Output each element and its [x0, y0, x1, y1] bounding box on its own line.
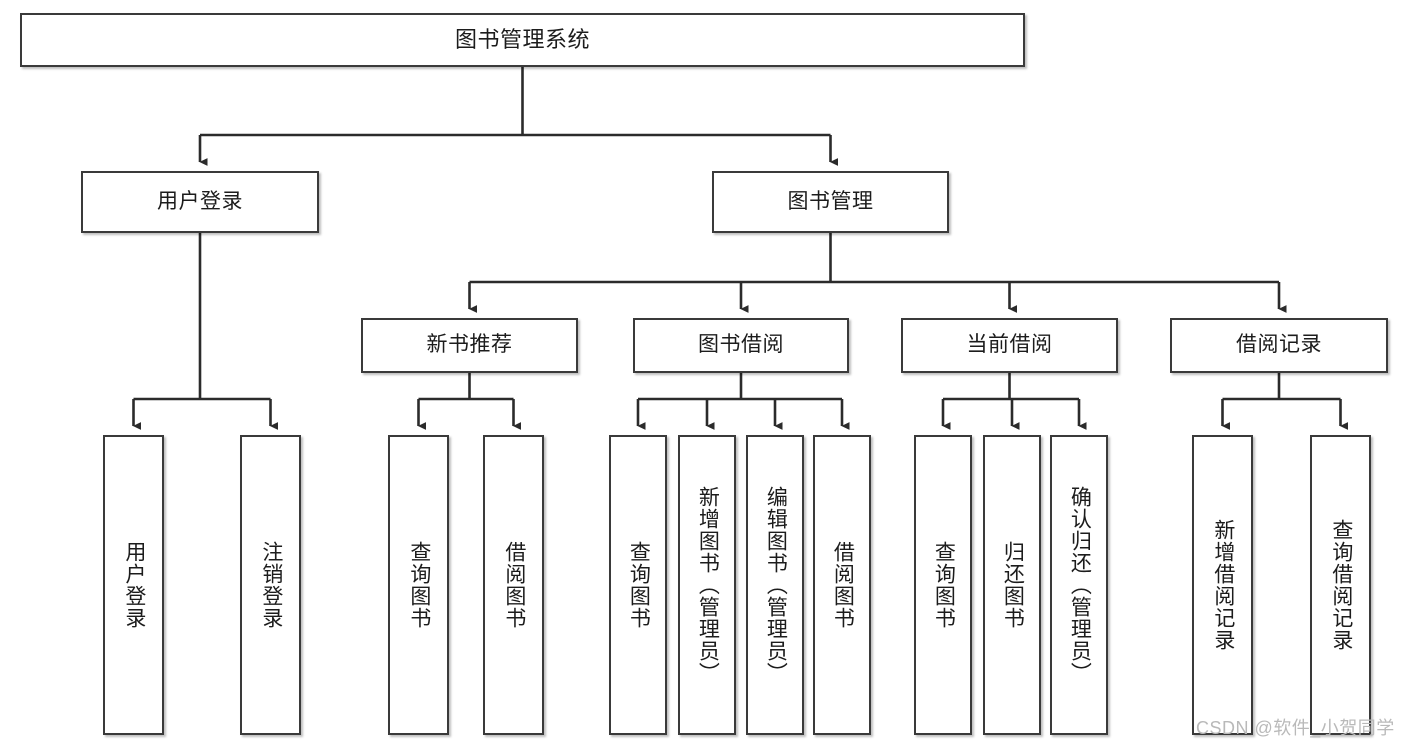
node-record[interactable]: 借阅记录	[1170, 318, 1388, 373]
node-label: 新增借阅记录	[1211, 519, 1235, 651]
node-label: 归还图书	[1001, 541, 1025, 629]
node-label: 借阅图书	[831, 541, 855, 629]
node-label: 查询图书	[627, 541, 651, 629]
node-label: 确认归还（管理员）	[1068, 486, 1092, 684]
node-label: 查询借阅记录	[1329, 519, 1353, 651]
node-leaf-rec-2[interactable]: 查询借阅记录	[1310, 435, 1371, 735]
node-label: 图书管理系统	[454, 27, 590, 53]
node-leaf-bor-3[interactable]: 编辑图书（管理员）	[746, 435, 804, 735]
node-label: 查询图书	[932, 541, 956, 629]
watermark-text: CSDN @软件_小贺同学	[1196, 718, 1395, 738]
node-label: 新书推荐	[426, 333, 513, 357]
node-label: 查询图书	[407, 541, 431, 629]
node-borrow[interactable]: 图书借阅	[633, 318, 849, 373]
node-bookmgmt[interactable]: 图书管理	[712, 171, 949, 233]
node-label: 图书管理	[787, 189, 874, 213]
node-leaf-new-2[interactable]: 借阅图书	[483, 435, 544, 735]
node-leaf-bor-1[interactable]: 查询图书	[609, 435, 667, 735]
node-leaf-cur-3[interactable]: 确认归还（管理员）	[1050, 435, 1108, 735]
node-label: 用户登录	[157, 189, 243, 213]
node-leaf-cur-1[interactable]: 查询图书	[914, 435, 972, 735]
node-label: 新增图书（管理员）	[696, 486, 720, 684]
node-label: 当前借阅	[966, 333, 1053, 357]
node-newbook[interactable]: 新书推荐	[361, 318, 578, 373]
node-label: 图书借阅	[698, 333, 784, 357]
node-leaf-login-2[interactable]: 注销登录	[240, 435, 301, 735]
node-leaf-bor-4[interactable]: 借阅图书	[813, 435, 871, 735]
node-label: 借阅图书	[502, 541, 526, 629]
node-leaf-login-1[interactable]: 用户登录	[103, 435, 164, 735]
node-label: 编辑图书（管理员）	[764, 486, 788, 684]
node-label: 用户登录	[122, 541, 146, 629]
node-leaf-new-1[interactable]: 查询图书	[388, 435, 449, 735]
node-label: 注销登录	[259, 541, 283, 629]
node-leaf-bor-2[interactable]: 新增图书（管理员）	[678, 435, 736, 735]
node-root[interactable]: 图书管理系统	[20, 13, 1025, 67]
node-label: 借阅记录	[1236, 333, 1322, 357]
node-leaf-cur-2[interactable]: 归还图书	[983, 435, 1041, 735]
node-login[interactable]: 用户登录	[81, 171, 319, 233]
node-current[interactable]: 当前借阅	[901, 318, 1118, 373]
node-leaf-rec-1[interactable]: 新增借阅记录	[1192, 435, 1253, 735]
